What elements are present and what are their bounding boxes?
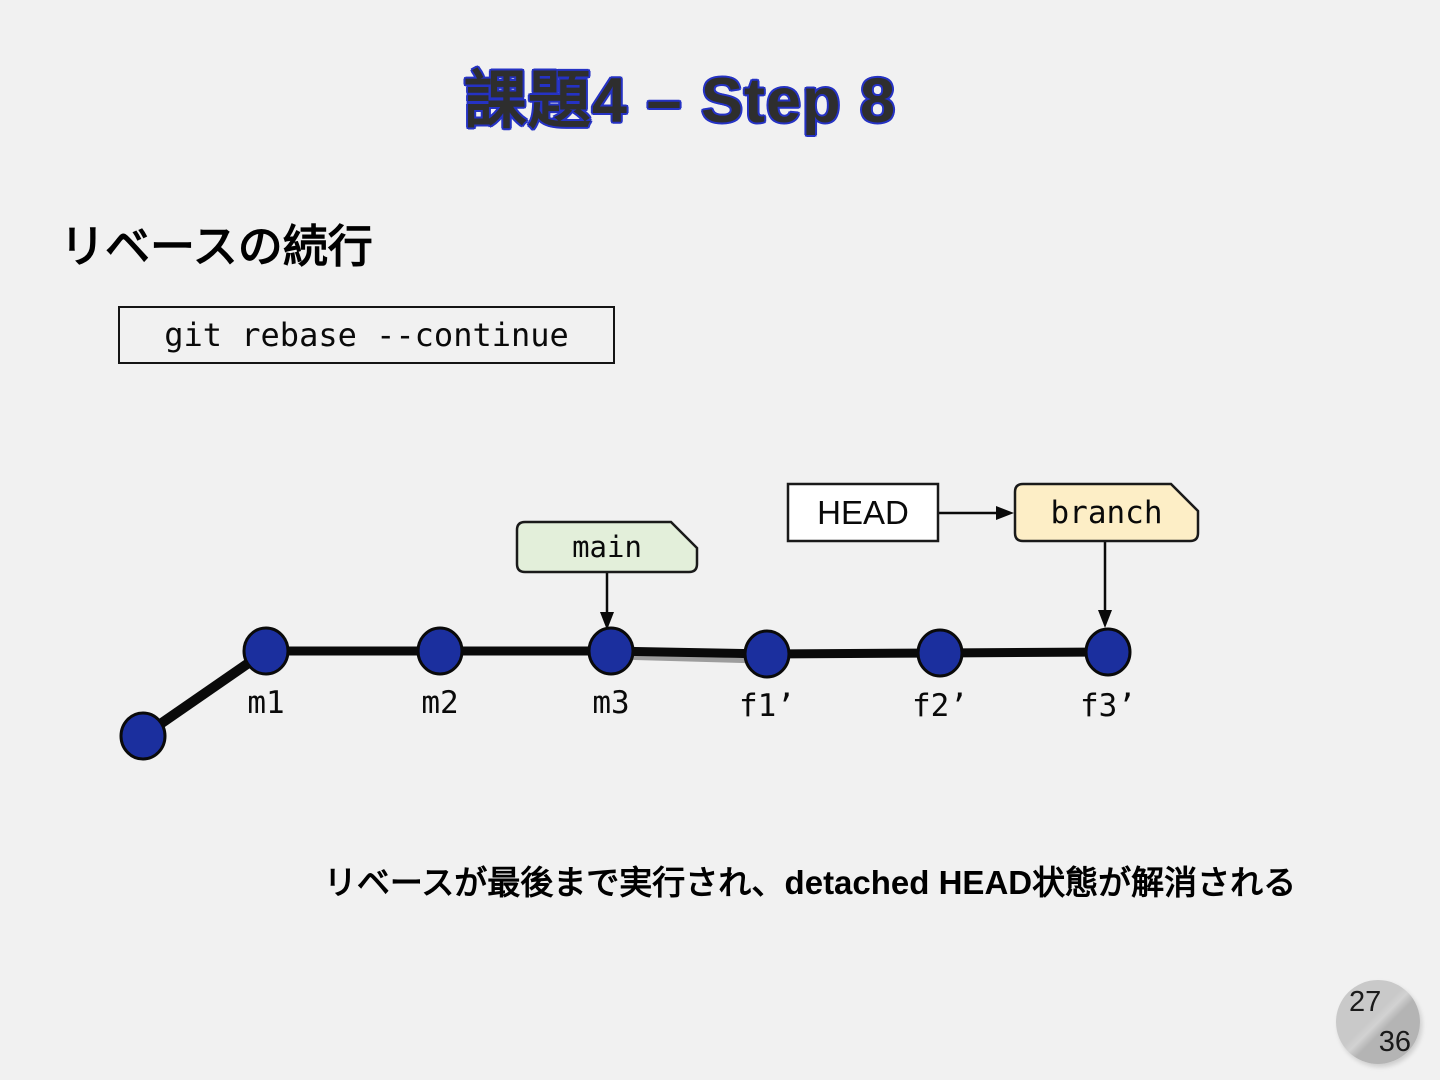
commit-label-m2: m2	[421, 685, 459, 721]
main-tag-shape	[515, 520, 699, 574]
commit-label-f1: f1’	[739, 688, 795, 724]
slide-title: 課題4 – Step 8	[463, 66, 897, 136]
main-tag-label: main	[572, 530, 642, 564]
branch-tag-label: branch	[1050, 494, 1163, 531]
commit-node-m2	[416, 626, 464, 676]
page-total: 36	[1378, 1026, 1411, 1058]
section-heading: リベースの続行	[60, 221, 373, 272]
commit-node-m1	[242, 626, 290, 676]
edge-f1-f2	[766, 648, 941, 659]
head-label: HEAD	[817, 493, 909, 531]
main-arrow-head	[600, 612, 614, 630]
git-command-text: git rebase --continue	[164, 316, 569, 354]
git-command-box: git rebase --continue	[118, 306, 615, 364]
branch-arrow-head	[1098, 610, 1112, 628]
commit-node-m3	[587, 626, 635, 676]
commit-node-f2	[916, 628, 964, 678]
edge-root-m1	[140, 646, 269, 741]
branch-tag-shape	[1013, 482, 1200, 543]
edge-residual	[615, 654, 761, 664]
edge-m3-f1	[610, 646, 768, 659]
commit-label-m3: m3	[592, 685, 630, 721]
head-arrow-head	[996, 506, 1014, 520]
page-current: 27	[1349, 986, 1382, 1018]
commit-label-f2: f2’	[912, 688, 968, 724]
edge-f2-f3	[939, 647, 1109, 658]
head-box-shape	[786, 482, 940, 543]
commit-node-f3	[1084, 627, 1132, 677]
commit-node-f1	[743, 629, 791, 679]
commit-label-m1: m1	[247, 685, 285, 721]
caption-text: リベースが最後まで実行され、detached HEAD状態が解消される	[323, 864, 1297, 901]
commit-node-root	[119, 711, 167, 761]
page-number-badge: 27 36	[1336, 980, 1420, 1064]
commit-label-f3: f3’	[1080, 688, 1136, 724]
